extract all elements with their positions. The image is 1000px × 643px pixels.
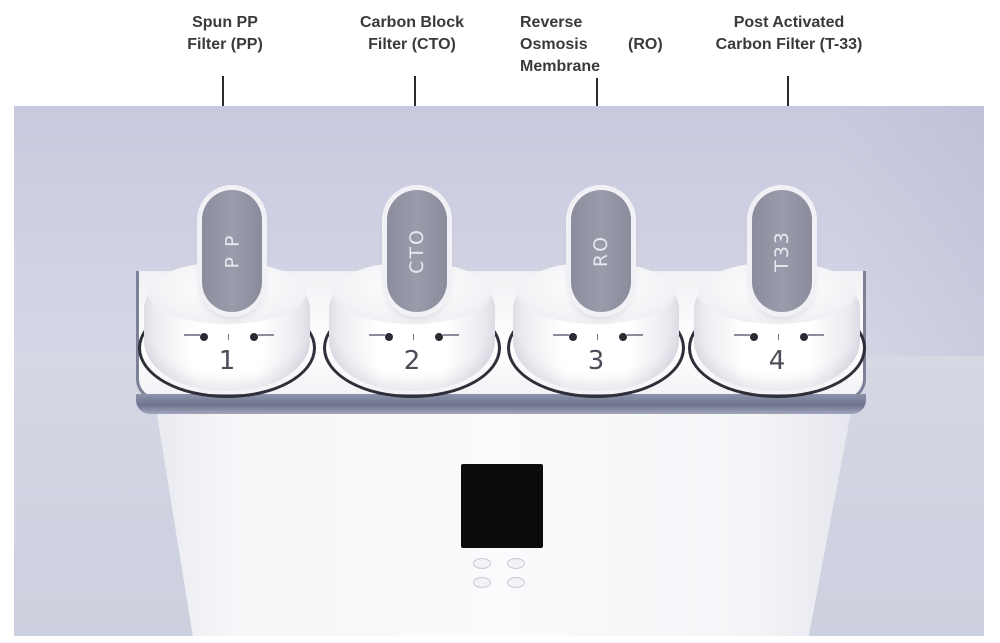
knob-handle-label: CTO xyxy=(405,228,428,274)
indicator-tick xyxy=(778,334,779,340)
callout-cto-line-1: Carbon Block xyxy=(359,14,464,31)
filter-knob-pp: P P 1 xyxy=(138,190,316,398)
knob-handle: RO xyxy=(571,190,631,312)
callout-pp-label: Spun PP Filter (PP) xyxy=(170,12,280,56)
callout-cto-line-2: Filter (CTO) xyxy=(368,36,456,53)
indicator-dot-right xyxy=(250,333,258,341)
knob-indicator-marks xyxy=(369,332,459,342)
indicator-dot-left xyxy=(385,333,393,341)
indicator-dot-left xyxy=(200,333,208,341)
indicator-dash-left xyxy=(553,334,569,336)
callout-pp-line-2: Filter (PP) xyxy=(187,36,263,53)
callout-pp-line-1: Spun PP xyxy=(192,14,258,31)
lcd-display xyxy=(461,464,543,548)
filter-knob-t33: T33 4 xyxy=(688,190,866,398)
knob-position-number: 1 xyxy=(218,346,236,376)
indicator-dash-right xyxy=(258,334,274,336)
indicator-dash-left xyxy=(369,334,385,336)
callout-ro-label: Reverse Osmosis Membrane xyxy=(520,12,600,78)
indicator-tick xyxy=(597,334,598,340)
callout-ro-line-2: Osmosis xyxy=(520,36,588,53)
filter-knob-cto: CTO 2 xyxy=(323,190,501,398)
knob-handle-label: P P xyxy=(221,233,243,269)
knob-socket-ring xyxy=(507,298,685,398)
callout-ro-line-3: Membrane xyxy=(520,58,601,75)
knob-socket-ring xyxy=(138,298,316,398)
callout-ro-suffix: (RO) xyxy=(628,36,663,53)
indicator-tick xyxy=(228,334,229,340)
knob-socket-ring xyxy=(688,298,866,398)
indicator-dot-right xyxy=(435,333,443,341)
filter-knob-ro: RO 3 xyxy=(507,190,685,398)
callout-t33-line-1: Post Activated xyxy=(733,14,845,31)
indicator-dot-right xyxy=(619,333,627,341)
knob-handle: CTO xyxy=(387,190,447,312)
callout-t33-label: Post Activated Carbon Filter (T-33) xyxy=(697,12,881,56)
knob-handle-label: T33 xyxy=(770,230,793,272)
indicator-dash-right xyxy=(627,334,643,336)
knob-handle: T33 xyxy=(752,190,812,312)
indicator-dot-left xyxy=(750,333,758,341)
knob-handle-label: RO xyxy=(589,234,612,268)
knob-indicator-marks xyxy=(184,332,274,342)
indicator-dash-left xyxy=(184,334,200,336)
indicator-tick xyxy=(413,334,414,340)
tray-lip-trim xyxy=(136,394,866,414)
knob-handle: P P xyxy=(202,190,262,312)
indicator-dash-left xyxy=(734,334,750,336)
knob-position-number: 2 xyxy=(403,346,421,376)
control-button-4 xyxy=(507,577,525,588)
control-button-1 xyxy=(473,558,491,569)
control-button-2 xyxy=(507,558,525,569)
callout-t33-line-2: Carbon Filter (T-33) xyxy=(715,36,863,53)
control-button-3 xyxy=(473,577,491,588)
indicator-dash-right xyxy=(443,334,459,336)
indicator-dash-right xyxy=(808,334,824,336)
knob-socket-ring xyxy=(323,298,501,398)
knob-indicator-marks xyxy=(734,332,824,342)
callout-ro-line-1: Reverse xyxy=(520,14,583,31)
callout-cto-label: Carbon Block Filter (CTO) xyxy=(352,12,472,56)
knob-position-number: 4 xyxy=(768,346,786,376)
knob-position-number: 3 xyxy=(587,346,605,376)
product-photo: P P 1 CTO 2 RO xyxy=(14,106,984,636)
indicator-dot-right xyxy=(800,333,808,341)
knob-indicator-marks xyxy=(553,332,643,342)
indicator-dot-left xyxy=(569,333,577,341)
